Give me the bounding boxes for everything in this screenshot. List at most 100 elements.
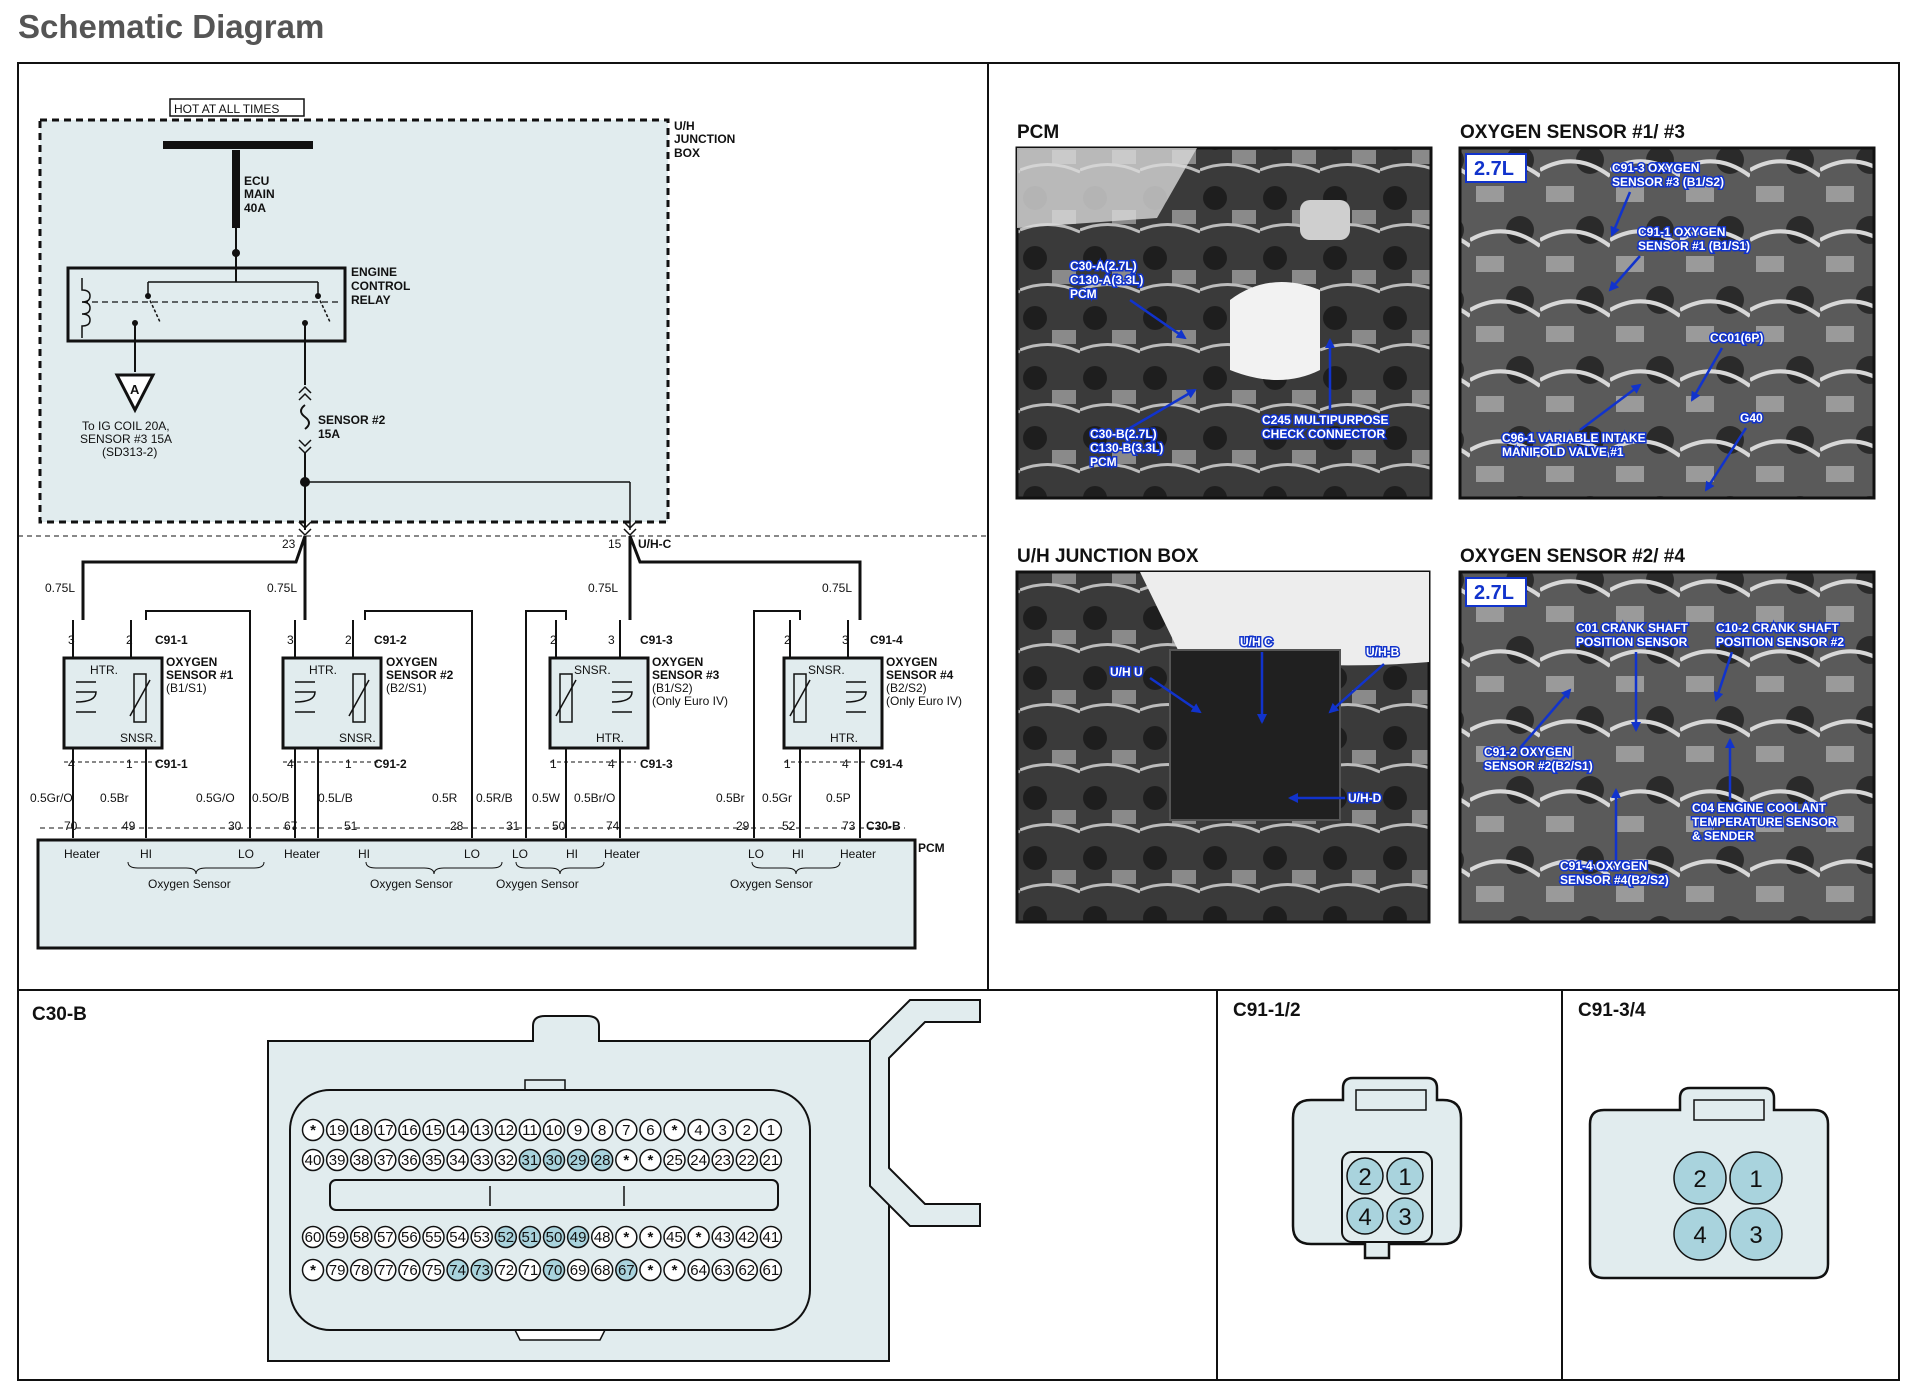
callout-o2-13-6: C96-1 VARIABLE INTAKE	[1502, 431, 1646, 445]
pcm-pin-number: 50	[552, 819, 566, 833]
c30b-pin	[494, 1258, 518, 1282]
sensor-3-label-4: (Only Euro IV)	[652, 694, 728, 708]
c30b-pin	[711, 1148, 734, 1172]
c91-pin	[1729, 1151, 1783, 1205]
c30b-pin	[759, 1118, 783, 1142]
c30b-pin-number: 18	[353, 1122, 370, 1139]
c30b-pin	[735, 1258, 759, 1282]
c30b-pin	[687, 1148, 710, 1172]
fuse-main-label-2: MAIN	[244, 187, 275, 201]
sensor-3-top-pin-b: 3	[608, 633, 615, 647]
c30b-pin-number: 37	[377, 1152, 394, 1169]
wire-color-label: 0.5P	[826, 791, 851, 805]
ref-note-2: SENSOR #3 15A	[80, 432, 172, 446]
wire-color-label: 0.5Br/O	[574, 791, 615, 805]
c30b-pin-number: 12	[497, 1122, 514, 1139]
wire-color-label: 0.5R/B	[476, 791, 513, 805]
c30b-pin-number: 43	[714, 1229, 731, 1246]
c30b-pin	[566, 1258, 590, 1282]
c30b-pin	[542, 1118, 566, 1142]
c91-pin-number: 3	[1749, 1222, 1762, 1249]
callout-pcm-1: C30-A(2.7L)	[1070, 259, 1137, 273]
c30b-pin	[494, 1225, 518, 1249]
c30b-pin-number: 51	[522, 1229, 539, 1246]
c30b-label: C30-B	[866, 819, 901, 833]
c30b-pin	[325, 1148, 349, 1172]
c30b-pin	[374, 1148, 397, 1172]
oxygen-sensor-group-2: Oxygen Sensor	[370, 877, 453, 891]
relay-label-3: RELAY	[351, 293, 391, 307]
pcm-pin-number: 28	[450, 819, 464, 833]
c30b-pin	[518, 1258, 542, 1282]
c91-pin-number: 4	[1693, 1222, 1706, 1249]
c30b-pin	[470, 1118, 493, 1142]
c30b-pin	[542, 1258, 566, 1282]
c30b-pin	[518, 1148, 542, 1172]
c30b-pin	[518, 1118, 542, 1142]
c30b-pin	[759, 1258, 783, 1282]
c30b-pin	[494, 1148, 518, 1172]
c91-pin	[1346, 1197, 1384, 1235]
callout-o2-24-8: TEMPERATURE SENSOR	[1692, 815, 1837, 829]
photo-title-pcm: PCM	[1017, 122, 1059, 143]
c30b-pin-number: 8	[598, 1122, 606, 1139]
sensor-2-bot-conn: C91-2	[374, 757, 407, 771]
c30b-pin-number: 67	[618, 1262, 635, 1279]
callout-o2-24-7: C04 ENGINE COOLANT	[1692, 801, 1827, 815]
sensor-1-label-3: (B1/S1)	[166, 681, 207, 695]
pcm-pin-number: 30	[228, 819, 242, 833]
sensor-1-bot-conn: C91-1	[155, 757, 188, 771]
callout-o2-13-8: G40	[1740, 411, 1763, 425]
sensor-3-inner-top: SNSR.	[574, 663, 611, 677]
c30b-pin-number: 58	[353, 1229, 370, 1246]
c30b-pin-number: 71	[522, 1262, 539, 1279]
c30b-pin	[422, 1148, 445, 1172]
c91-pin-number: 4	[1358, 1204, 1371, 1231]
c91-pin	[1729, 1207, 1783, 1261]
c30b-pin-number: 55	[425, 1229, 442, 1246]
c30b-pin-number: 35	[425, 1152, 442, 1169]
c30b-pin	[470, 1148, 493, 1172]
c30b-pin-number: *	[623, 1152, 629, 1169]
c30b-pin-number: *	[647, 1229, 653, 1246]
callout-pcm-3: PCM	[1070, 287, 1097, 301]
callout-o2-13-3: C91-1 OXYGEN	[1638, 225, 1725, 239]
c30b-pin	[615, 1118, 638, 1142]
callout-pcm-8: CHECK CONNECTOR	[1262, 427, 1385, 441]
relay-label-2: CONTROL	[351, 279, 410, 293]
c30b-pin-number: 1	[767, 1122, 775, 1139]
c30b-pin-number: 14	[449, 1122, 466, 1139]
c30b-pin-number: 76	[401, 1262, 418, 1279]
hot-at-all-times-label: HOT AT ALL TIMES	[174, 102, 279, 116]
c30b-pin	[325, 1118, 349, 1142]
sensor-4-inner-bot: HTR.	[830, 731, 858, 745]
c30b-pin-number: 2	[743, 1122, 751, 1139]
c30b-pin	[663, 1225, 686, 1249]
sensor-3-inner-bot: HTR.	[596, 731, 624, 745]
sensor-1-top-pin-b: 2	[126, 633, 133, 647]
c30b-pin	[422, 1225, 445, 1249]
c30b-pin	[301, 1118, 325, 1142]
pcm-label: PCM	[918, 841, 945, 855]
oxygen-sensor-2: HTR. SNSR. OXYGEN SENSOR #2 (B2/S1) C91-…	[281, 610, 473, 838]
pin-23: 23	[282, 537, 296, 551]
c30b-pin-number: 64	[690, 1262, 707, 1279]
c30b-pin-number: 60	[305, 1229, 322, 1246]
c30b-pin	[735, 1148, 759, 1172]
c91-pin-number: 1	[1398, 1164, 1411, 1191]
ref-note-3: (SD313-2)	[102, 445, 157, 459]
c30b-pin-number: 24	[690, 1152, 707, 1169]
c30b-pin-number: 36	[401, 1152, 418, 1169]
c30b-pin-number: 61	[763, 1262, 780, 1279]
c91-pin-number: 3	[1398, 1204, 1411, 1231]
callout-pcm-5: C130-B(3.3L)	[1090, 441, 1163, 455]
c30b-pin	[590, 1225, 614, 1249]
oxygen-sensor-3: SNSR. HTR. OXYGEN SENSOR #3 (B1/S2) (Onl…	[525, 610, 728, 838]
c30b-pin-number: 48	[594, 1229, 611, 1246]
c30b-pin-number: 19	[329, 1122, 346, 1139]
sensor-3-bot-pin-a: 1	[550, 757, 557, 771]
c30b-pin-number: 15	[425, 1122, 442, 1139]
sensor-4-top-conn: C91-4	[870, 633, 903, 647]
c30b-pin	[494, 1118, 518, 1142]
c30b-pin	[470, 1258, 493, 1282]
